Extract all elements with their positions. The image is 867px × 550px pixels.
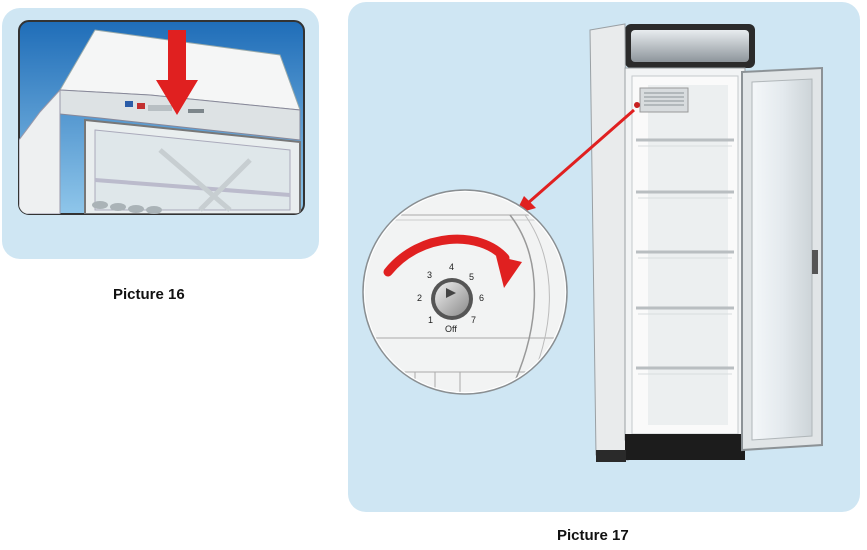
rotate-arrow-icon [383, 234, 510, 277]
dial-number-4: 4 [449, 262, 454, 272]
dial-number-2: 2 [417, 293, 422, 303]
knob-pointer-icon [446, 288, 456, 298]
fridge-illustration [589, 23, 823, 462]
dial-number-7: 7 [471, 315, 476, 325]
picture-17-caption: Picture 17 [557, 527, 629, 544]
dial-number-6: 6 [479, 293, 484, 303]
picture-16-caption: Picture 16 [113, 286, 185, 303]
dial-off-label: Off [445, 324, 457, 334]
red-arrow-down-icon [156, 30, 198, 115]
picture-16-image [18, 20, 305, 215]
thermostat-knob[interactable] [435, 282, 469, 316]
dial-number-3: 3 [427, 270, 432, 280]
thermostat-zoom-circle [362, 189, 568, 395]
dial-number-5: 5 [469, 272, 474, 282]
dial-number-1: 1 [428, 315, 433, 325]
